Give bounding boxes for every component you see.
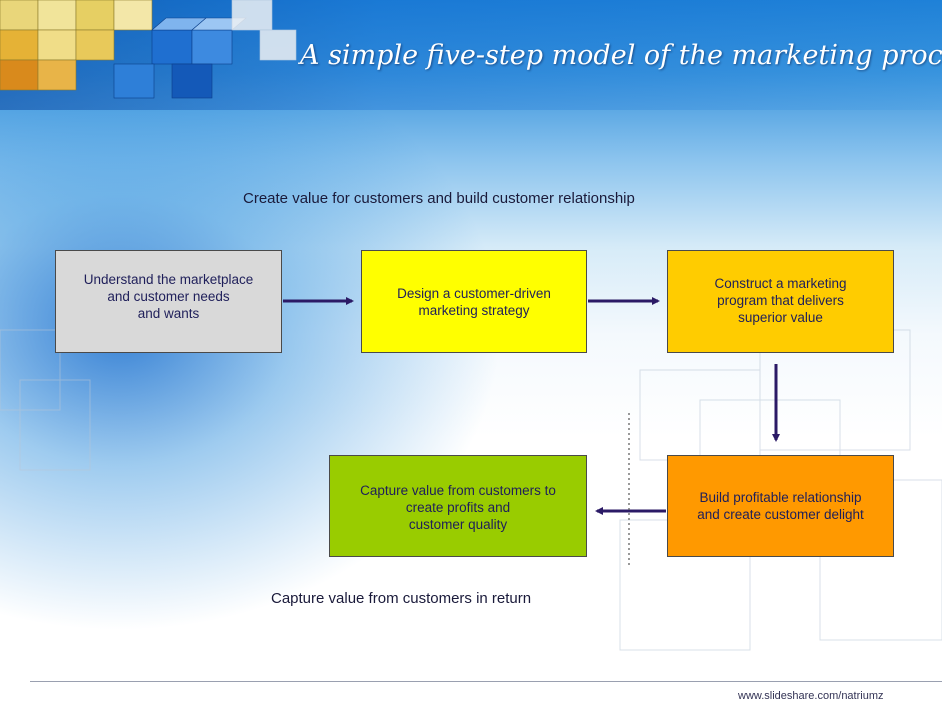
slide-title: A simple five-step model of the marketin… — [300, 40, 942, 71]
step-understand-marketplace: Understand the marketplace and customer … — [55, 250, 282, 353]
footer-source-url: www.slideshare.com/natriumz — [738, 690, 884, 702]
capture-value-label: Capture value from customers in return — [271, 590, 532, 607]
create-value-label: Create value for customers and build cus… — [243, 190, 635, 207]
step-capture-value: Capture value from customers to create p… — [329, 455, 587, 557]
footer-divider — [30, 681, 942, 682]
step-build-relationship: Build profitable relationship and create… — [667, 455, 894, 557]
step-design-strategy: Design a customer-driven marketing strat… — [361, 250, 587, 353]
step-construct-program: Construct a marketing program that deliv… — [667, 250, 894, 353]
cubes-decoration — [0, 0, 297, 99]
